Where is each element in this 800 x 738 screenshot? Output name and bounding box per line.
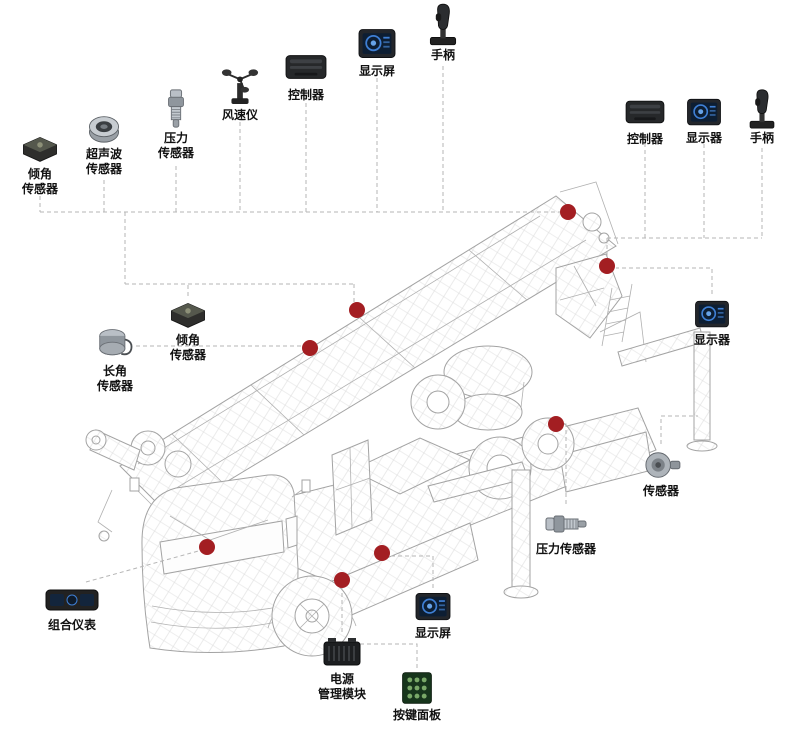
component-tilt-sensor-1: 倾角 传感器 xyxy=(5,132,75,197)
anemometer-icon xyxy=(221,64,259,106)
tilt-sensor-icon xyxy=(166,298,210,331)
component-label: 倾角 传感器 xyxy=(21,167,58,196)
mount-point-dot xyxy=(199,539,215,555)
component-label: 显示器 xyxy=(693,333,730,347)
mount-point-dots xyxy=(199,204,615,588)
component-controller-2: 控制器 xyxy=(610,94,680,147)
display-icon xyxy=(412,590,454,624)
keypad-icon xyxy=(399,670,435,706)
component-power-module: 电源 管理模块 xyxy=(307,634,377,702)
truck-wireframe xyxy=(85,181,718,657)
mount-point-dot xyxy=(599,258,615,274)
power-module-icon xyxy=(320,634,364,670)
component-tilt-sensor-2: 倾角 传感器 xyxy=(153,298,223,363)
component-label: 控制器 xyxy=(287,88,324,102)
connector-lines xyxy=(39,66,763,668)
component-cable-angle-sensor: 长角 传感器 xyxy=(80,326,150,394)
component-pressure-sensor-1: 压力 传感器 xyxy=(141,88,211,161)
controller-icon xyxy=(283,48,329,86)
component-label: 风速仪 xyxy=(221,108,258,122)
component-ultrasonic-sensor: 超声波 传感器 xyxy=(69,112,139,177)
component-pressure-sensor-2: 压力传感器 xyxy=(523,508,609,557)
component-label: 压力传感器 xyxy=(535,542,596,556)
component-label: 传感器 xyxy=(642,484,679,498)
component-label: 压力 传感器 xyxy=(157,131,194,160)
ultrasonic-sensor-icon xyxy=(84,112,124,145)
display-icon xyxy=(684,96,724,129)
component-label: 显示屏 xyxy=(358,64,395,78)
mount-point-dot xyxy=(334,572,350,588)
instrument-cluster-icon xyxy=(44,584,100,616)
mount-point-dot xyxy=(302,340,318,356)
component-label: 组合仪表 xyxy=(47,618,96,632)
component-display-2: 显示器 xyxy=(669,96,739,146)
component-label: 控制器 xyxy=(626,132,663,146)
mount-point-dot xyxy=(560,204,576,220)
pressure-sensor-icon xyxy=(161,88,191,129)
display-icon xyxy=(692,298,732,331)
pressure-sensor-icon xyxy=(544,508,588,540)
tilt-sensor-icon xyxy=(18,132,62,165)
component-label: 长角 传感器 xyxy=(96,364,133,393)
component-label: 显示器 xyxy=(685,131,722,145)
component-label: 手柄 xyxy=(430,48,455,62)
component-anemometer: 风速仪 xyxy=(205,64,275,123)
component-display-3: 显示器 xyxy=(677,298,747,348)
component-display-4: 显示屏 xyxy=(398,590,468,641)
controller-icon xyxy=(623,94,667,130)
mount-point-dot xyxy=(374,545,390,561)
component-label: 显示屏 xyxy=(414,626,451,640)
display-icon xyxy=(355,26,399,62)
component-controller-1: 控制器 xyxy=(271,48,341,103)
component-label: 倾角 传感器 xyxy=(169,333,206,362)
mount-point-dot xyxy=(548,416,564,432)
component-label: 超声波 传感器 xyxy=(85,147,122,176)
cable-sensor-icon xyxy=(95,326,135,362)
sensor-icon xyxy=(640,448,682,482)
component-joystick-1: 手柄 xyxy=(408,2,478,63)
joystick-icon xyxy=(425,2,461,46)
mount-point-dot xyxy=(349,302,365,318)
component-label: 电源 管理模块 xyxy=(317,672,366,701)
component-label: 按键面板 xyxy=(392,708,441,722)
joystick-icon xyxy=(745,88,779,129)
component-joystick-2: 手柄 xyxy=(727,88,797,146)
component-display-1: 显示屏 xyxy=(342,26,412,79)
component-instrument-cluster: 组合仪表 xyxy=(37,584,107,633)
component-keypad-panel: 按键面板 xyxy=(382,670,452,723)
component-sensor-generic: 传感器 xyxy=(626,448,696,499)
component-label: 手柄 xyxy=(749,131,774,145)
